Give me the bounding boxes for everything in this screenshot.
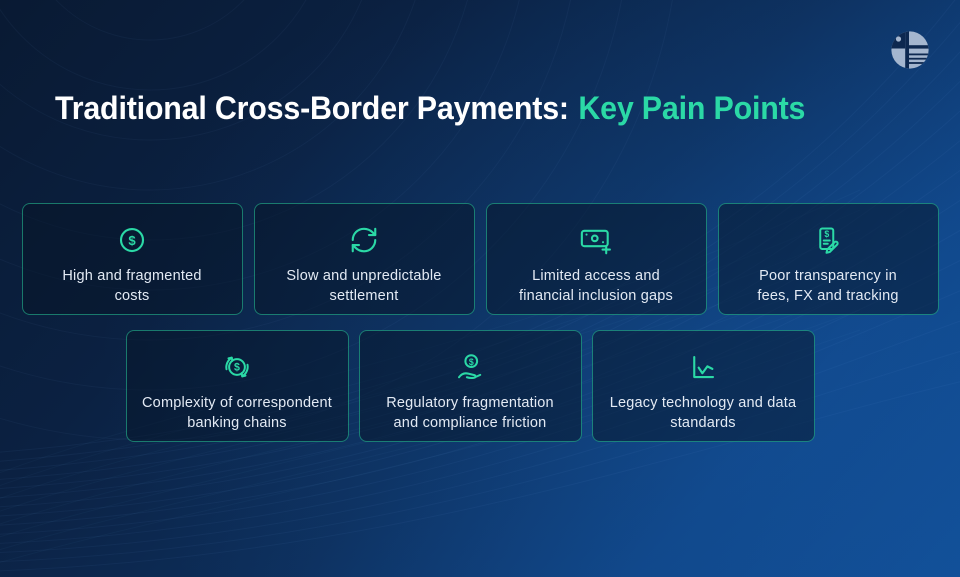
invoice-edit-icon: $	[819, 227, 839, 254]
globe-finance-logo-icon	[891, 31, 929, 69]
svg-text:$: $	[824, 229, 829, 239]
line-chart-icon	[693, 355, 715, 379]
svg-text:$: $	[128, 233, 136, 248]
title-main: Traditional Cross-Border Payments:	[55, 90, 569, 126]
svg-text:$: $	[234, 362, 240, 374]
page-title: Traditional Cross-Border Payments:Key Pa…	[55, 90, 805, 127]
hand-coin-icon: $	[458, 354, 482, 380]
banknote-plus-icon	[580, 229, 611, 255]
svg-text:$: $	[469, 357, 474, 367]
title-accent: Key Pain Points	[578, 90, 806, 126]
refresh-icon	[351, 227, 377, 253]
dollar-circle-icon: $	[119, 227, 145, 253]
dollar-exchange-icon: $	[225, 356, 249, 378]
